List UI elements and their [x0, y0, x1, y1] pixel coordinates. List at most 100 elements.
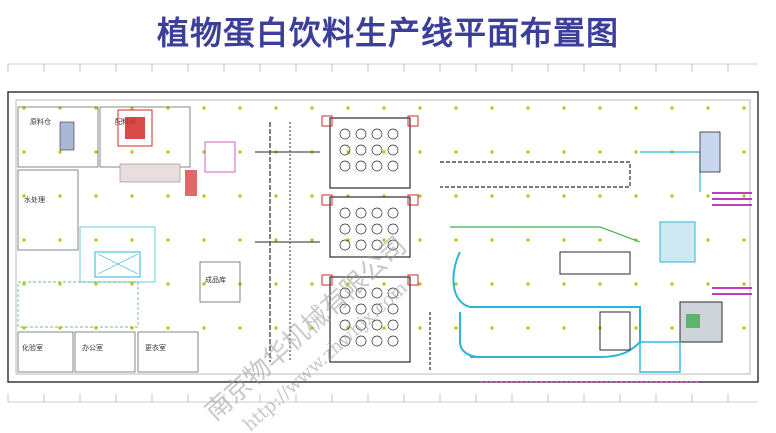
grid-column-dot [130, 106, 134, 110]
grid-column-dot [346, 238, 350, 242]
grid-column-dot [562, 282, 566, 286]
grid-column-dot [490, 106, 494, 110]
grid-column-dot [274, 326, 278, 330]
grid-column-dot [418, 150, 422, 154]
tank [339, 160, 351, 172]
floor-plan-drawing: 原料仓配料间水处理化验室办公室更衣室成品库 [7, 63, 759, 433]
grid-column-dot [382, 150, 386, 154]
tank [339, 128, 351, 140]
grid-column-dot [598, 194, 602, 198]
grid-column-dot [22, 150, 26, 154]
watermark: 南京物华机械有限公司 http://www.zhwhjx.com [200, 231, 413, 433]
tank [387, 144, 399, 156]
tank [371, 223, 383, 235]
grid-column-dot [742, 282, 746, 286]
tank [387, 239, 399, 251]
grid-column-dot [58, 194, 62, 198]
grid-column-dot [490, 282, 494, 286]
grid-column-dot [238, 238, 242, 242]
tank [387, 303, 399, 315]
tank [387, 319, 399, 331]
grid-column-dot [526, 326, 530, 330]
grid-column-dot [706, 106, 710, 110]
grid-column-dot [346, 282, 350, 286]
room-label: 水处理 [24, 195, 45, 204]
grid-column-dot [454, 194, 458, 198]
pipeline-routes [255, 122, 701, 383]
grid-column-dot [310, 326, 314, 330]
annotation-marks [712, 192, 752, 295]
grid-column-dot [94, 326, 98, 330]
grid-column-dot [274, 238, 278, 242]
grid-column-dot [58, 238, 62, 242]
grid-column-dot [346, 194, 350, 198]
grid-column-dot [58, 326, 62, 330]
grid-column-dot [346, 150, 350, 154]
grid-column-dot [22, 282, 26, 286]
grid-column-dot [598, 106, 602, 110]
grid-column-dot [526, 238, 530, 242]
grid-column-dot [238, 150, 242, 154]
grid-column-dot [202, 106, 206, 110]
grid-column-dot [634, 106, 638, 110]
tank-cluster [339, 128, 399, 347]
tank [355, 319, 367, 331]
grid-column-dot [310, 282, 314, 286]
grid-column-dot [382, 326, 386, 330]
room-label: 成品库 [205, 275, 226, 284]
grid-column-dot [202, 238, 206, 242]
grid-column-dot [310, 194, 314, 198]
grid-column-dot [202, 282, 206, 286]
grid-column-dot [742, 326, 746, 330]
column-grid [22, 106, 746, 330]
grid-column-dot [490, 238, 494, 242]
tank [387, 287, 399, 299]
grid-column-dot [490, 194, 494, 198]
tank [355, 223, 367, 235]
grid-column-dot [454, 282, 458, 286]
tank [355, 207, 367, 219]
tank [387, 335, 399, 347]
grid-column-dot [670, 326, 674, 330]
grid-column-dot [166, 194, 170, 198]
tank [355, 160, 367, 172]
grid-column-dot [238, 106, 242, 110]
grid-column-dot [130, 326, 134, 330]
grid-column-dot [670, 194, 674, 198]
room-labels: 原料仓配料间水处理化验室办公室更衣室成品库 [22, 117, 226, 352]
room-label: 化验室 [22, 343, 43, 352]
tank [339, 319, 351, 331]
grid-column-dot [490, 326, 494, 330]
tank [355, 144, 367, 156]
grid-column-dot [706, 282, 710, 286]
grid-column-dot [634, 150, 638, 154]
tank [371, 319, 383, 331]
grid-column-dot [202, 150, 206, 154]
tank [355, 239, 367, 251]
tank [371, 287, 383, 299]
tank [371, 160, 383, 172]
grid-column-dot [166, 150, 170, 154]
grid-column-dot [418, 238, 422, 242]
tank [371, 239, 383, 251]
grid-column-dot [526, 106, 530, 110]
grid-column-dot [742, 106, 746, 110]
grid-column-dot [382, 238, 386, 242]
grid-column-dot [202, 194, 206, 198]
grid-column-dot [454, 106, 458, 110]
grid-column-dot [238, 326, 242, 330]
tank [355, 303, 367, 315]
grid-column-dot [58, 106, 62, 110]
tank [339, 239, 351, 251]
grid-column-dot [130, 194, 134, 198]
process-tank-rows [321, 115, 419, 363]
left-rooms [17, 106, 241, 373]
grid-column-dot [94, 106, 98, 110]
tank [371, 128, 383, 140]
page-title: 植物蛋白饮料生产线平面布置图 [156, 14, 619, 52]
grid-column-dot [562, 326, 566, 330]
grid-column-dot [598, 150, 602, 154]
grid-column-dot [166, 106, 170, 110]
grid-column-dot [418, 194, 422, 198]
tank [339, 144, 351, 156]
